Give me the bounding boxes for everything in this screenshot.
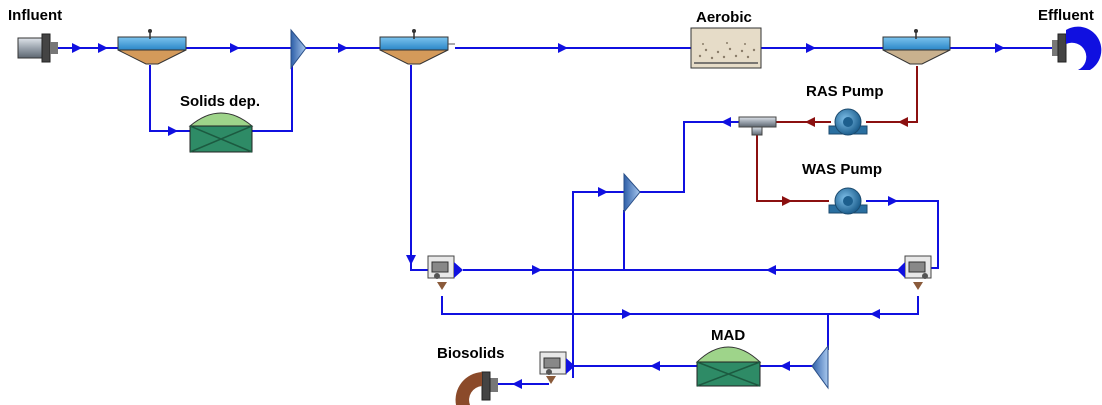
pump-icon[interactable] [828, 108, 868, 136]
influent-source-icon[interactable] [17, 33, 58, 63]
flow-arrow [406, 255, 416, 265]
secondary-clarifier-icon[interactable] [882, 29, 951, 65]
splitter-icon[interactable] [623, 172, 641, 214]
flow-arrow [168, 126, 178, 136]
pipe-split2-up[interactable] [572, 191, 624, 378]
label-aerobic: Aerobic [696, 9, 752, 26]
pipe-thick2-underflow[interactable] [441, 296, 919, 315]
flow-arrow [766, 265, 776, 275]
flow-arrow [782, 196, 792, 206]
flow-arrow [598, 187, 608, 197]
effluent-outlet-icon[interactable] [1052, 26, 1102, 71]
label-solids-dep: Solids dep. [180, 93, 260, 110]
flow-arrow [512, 379, 522, 389]
flow-arrow [650, 361, 660, 371]
label-influent: Influent [8, 7, 62, 24]
liquid-lines [58, 47, 1052, 385]
label-ras-pump: RAS Pump [806, 83, 884, 100]
flow-arrow [721, 117, 731, 127]
flow-arrows [72, 43, 1005, 389]
flow-arrows-red [782, 117, 908, 206]
splitter-icon[interactable] [290, 28, 307, 70]
primary-clarifier-icon[interactable] [117, 29, 187, 65]
tee-icon[interactable] [738, 116, 777, 136]
flow-arrow [805, 117, 815, 127]
flow-arrow [780, 361, 790, 371]
flow-arrow [230, 43, 240, 53]
label-effluent: Effluent [1038, 7, 1094, 24]
thickener-icon[interactable] [539, 351, 575, 384]
aerobic-tank-icon[interactable] [690, 27, 762, 69]
splitter-icon[interactable] [811, 344, 829, 390]
flow-arrow [338, 43, 348, 53]
label-mad: MAD [711, 327, 745, 344]
label-biosolids: Biosolids [437, 345, 505, 362]
pump-icon[interactable] [828, 187, 868, 215]
pipe-ras-in[interactable] [866, 66, 918, 123]
primary-clarifier-icon[interactable] [379, 29, 455, 65]
flow-arrow [532, 265, 542, 275]
flow-arrow [898, 117, 908, 127]
label-was-pump: WAS Pump [802, 161, 882, 178]
solids-deposit-digester[interactable] [188, 112, 254, 153]
flow-arrow [622, 309, 632, 319]
thickener-icon[interactable] [897, 255, 932, 290]
pipe-was-in[interactable] [756, 132, 829, 202]
flow-arrow [870, 309, 880, 319]
biosolids-outlet-icon[interactable] [455, 371, 498, 405]
flow-arrow [995, 43, 1005, 53]
pipe-solidsdep-out[interactable] [252, 66, 293, 132]
pipe-was-out[interactable] [866, 200, 939, 269]
flow-arrow [98, 43, 108, 53]
flow-arrow [888, 196, 898, 206]
pipe-clar2-underflow[interactable] [410, 65, 428, 271]
thickener-icon[interactable] [427, 255, 463, 290]
flow-arrow [558, 43, 568, 53]
pipe-tee-left[interactable] [640, 121, 739, 193]
return-sludge-lines [756, 66, 918, 202]
flow-arrow [72, 43, 82, 53]
digester-icon[interactable] [695, 346, 762, 387]
flow-arrow [806, 43, 816, 53]
